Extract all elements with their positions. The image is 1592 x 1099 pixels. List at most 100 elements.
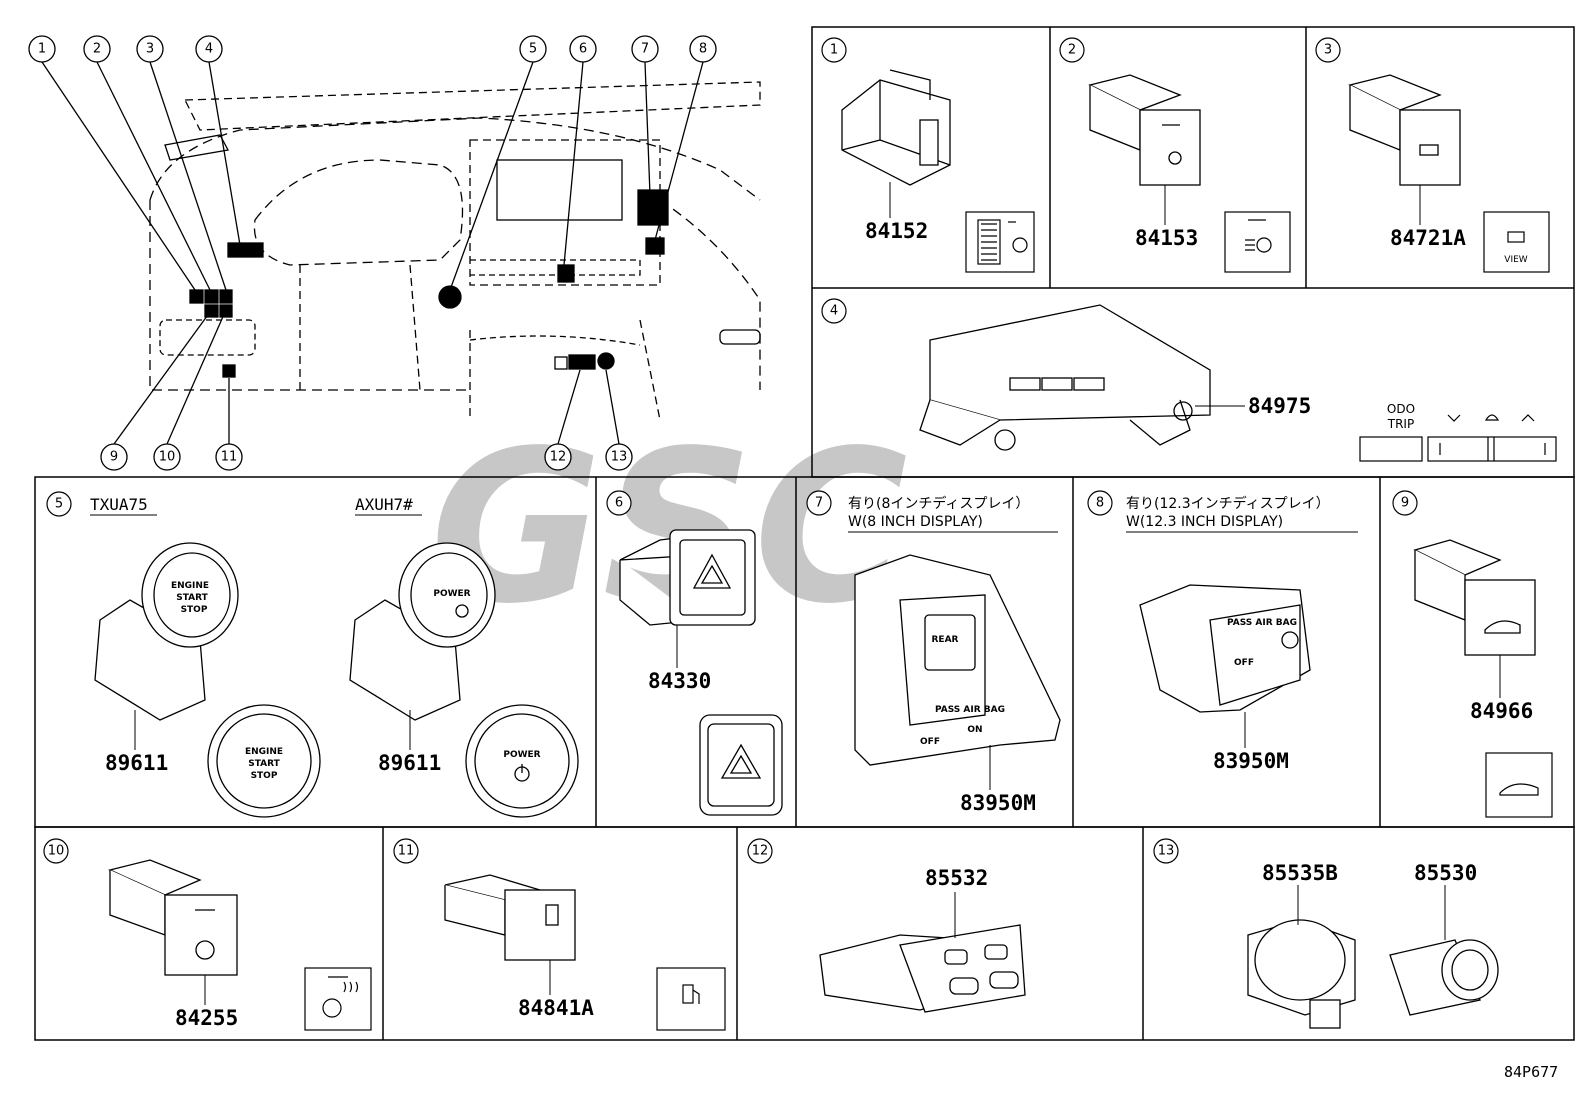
part-number-89611-left: 89611 [105, 751, 168, 775]
svg-text:4: 4 [205, 42, 213, 57]
note-en-12inch: W(12.3 INCH DISPLAY) [1126, 514, 1283, 530]
panel-2-number: 2 [1059, 37, 1085, 63]
engine-start-button-icon [207, 704, 321, 818]
panel-9-number: 9 [1392, 490, 1418, 516]
odo-trip-switch-drawing [919, 304, 1211, 451]
svg-text:12: 12 [752, 844, 769, 859]
panel-7-number: 7 [806, 490, 832, 516]
svg-text:2: 2 [93, 42, 101, 57]
part-number-84966: 84966 [1470, 699, 1533, 723]
svg-text:11: 11 [398, 844, 415, 859]
part-number-85530: 85530 [1414, 861, 1477, 885]
dashboard-overview [41, 61, 761, 445]
callout-1: 1 [28, 35, 56, 63]
panel-2: 2 84153 [1059, 37, 1291, 273]
fuel-door-icon [656, 967, 726, 1031]
svg-text:7: 7 [641, 42, 649, 57]
callout-7: 7 [631, 35, 659, 63]
panel-1: 1 84152 [821, 37, 1035, 273]
panel-6: 6 84330 [606, 490, 783, 816]
rear-label: REAR [932, 635, 959, 645]
panel-7: 7 有り(8インチディスプレイ） W(8 INCH DISPLAY) REAR … [806, 490, 1061, 815]
steering-heater-switch-drawing [108, 859, 238, 976]
panel-13: 13 85535B 85530 [1153, 838, 1499, 1029]
callout-4: 4 [195, 35, 223, 63]
svg-text:9: 9 [1401, 496, 1409, 511]
stop-label-drawing: STOP [181, 605, 208, 615]
odo-label: ODO [1387, 402, 1415, 416]
panel-12-number: 12 [747, 838, 773, 864]
power-label: POWER [503, 750, 540, 760]
start-label-drawing: START [176, 593, 208, 603]
part-number-84721a: 84721A [1390, 226, 1466, 250]
rear-door-switch-drawing [1413, 539, 1536, 656]
part-number-83950m-12inch: 83950M [1213, 749, 1289, 773]
svg-text:10: 10 [48, 844, 65, 859]
engine-start-switch-drawing [94, 542, 239, 721]
svg-text:3: 3 [1324, 43, 1332, 58]
odo-trip-icon [1359, 414, 1557, 462]
part-number-89611-right: 89611 [378, 751, 441, 775]
svg-text:4: 4 [830, 304, 838, 319]
trip-label: TRIP [1387, 417, 1414, 431]
part-number-84153: 84153 [1135, 226, 1198, 250]
diagram-code: 84P677 [1504, 1063, 1558, 1081]
part-number-83950m-8inch: 83950M [960, 791, 1036, 815]
svg-text:7: 7 [815, 496, 823, 511]
callout-8: 8 [689, 35, 717, 63]
fuel-door-switch-drawing [444, 874, 576, 961]
note-jp-8inch: 有り(8インチディスプレイ） [848, 495, 1029, 512]
hazard-switch-drawing [619, 529, 756, 626]
callout-5: 5 [519, 35, 547, 63]
off-label-12inch: OFF [1234, 658, 1254, 668]
panel-5-number: 5 [46, 491, 72, 517]
view-icon [1483, 211, 1550, 273]
panel-8-number: 8 [1087, 490, 1113, 516]
panel-11-number: 11 [393, 838, 419, 864]
panel-8: 8 有り(12.3インチディスプレイ） W(12.3 INCH DISPLAY)… [1087, 490, 1358, 773]
svg-text:1: 1 [830, 43, 838, 58]
panel-10: 10 84255 [43, 838, 372, 1031]
part-number-85535b: 85535B [1262, 861, 1338, 885]
power-label-drawing: POWER [433, 589, 470, 599]
svg-text:9: 9 [110, 450, 118, 465]
dimmer-icon [965, 211, 1035, 273]
svg-text:10: 10 [159, 450, 176, 465]
panel-4: 4 84975 ODO TRIP [821, 298, 1557, 462]
svg-text:6: 6 [615, 496, 623, 511]
svg-text:13: 13 [611, 450, 628, 465]
panel-4-number: 4 [821, 298, 847, 324]
note-en-8inch: W(8 INCH DISPLAY) [848, 514, 983, 530]
rear-door-icon [1485, 752, 1553, 818]
usb-socket-drawing [819, 924, 1026, 1013]
svg-text:12: 12 [550, 450, 567, 465]
callout-6: 6 [569, 35, 597, 63]
svg-text:8: 8 [699, 42, 707, 57]
svg-text:1: 1 [38, 42, 46, 57]
svg-text:5: 5 [529, 42, 537, 57]
cigarette-lighter-drawing [1389, 939, 1499, 1016]
panel-3-number: 3 [1315, 37, 1341, 63]
part-number-84841a: 84841A [518, 996, 594, 1020]
part-number-84330: 84330 [648, 669, 711, 693]
view-icon-label: VIEW [1504, 255, 1527, 265]
panel-1-number: 1 [821, 37, 847, 63]
on-label-8inch: ON [967, 725, 982, 735]
svg-text:2: 2 [1068, 43, 1076, 58]
svg-text:6: 6 [579, 42, 587, 57]
panel-9: 9 84966 [1392, 490, 1553, 818]
engine-label: ENGINE [245, 747, 283, 757]
pass-air-bag-label-8inch: PASS AIR BAG [935, 705, 1005, 715]
part-number-85532: 85532 [925, 866, 988, 890]
off-label-8inch: OFF [920, 737, 940, 747]
panel-10-number: 10 [43, 838, 69, 864]
headlight-leveling-icon [1224, 211, 1291, 273]
steering-heater-icon [304, 967, 372, 1031]
panel-6-number: 6 [606, 490, 632, 516]
dimmer-switch-drawing [841, 69, 951, 186]
note-jp-12inch: 有り(12.3インチディスプレイ） [1126, 495, 1330, 512]
panel-grid [34, 26, 1575, 1041]
variant-txua75: TXUA75 [90, 495, 148, 514]
power-switch-drawing [349, 542, 496, 721]
